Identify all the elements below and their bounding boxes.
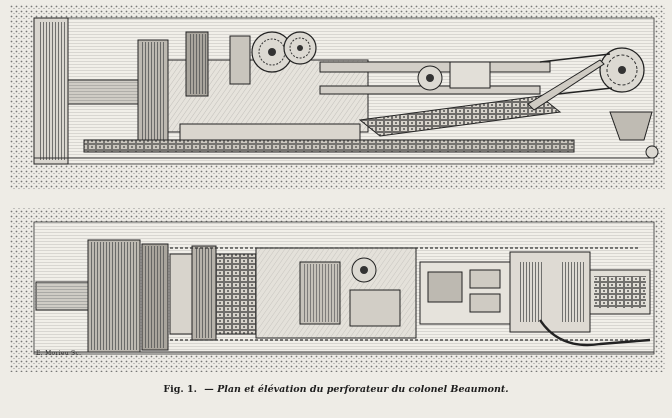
engraver-signature: E. Morieu Sc. xyxy=(36,350,82,357)
figure-caption: Fig. 1. — Plan et élévation du perforate… xyxy=(0,384,672,395)
figure-label: Fig. 1. xyxy=(163,384,197,395)
elevation-view xyxy=(10,4,665,190)
plan-view xyxy=(10,208,665,372)
figure-caption-text: — Plan et élévation du perforateur du co… xyxy=(204,384,509,395)
